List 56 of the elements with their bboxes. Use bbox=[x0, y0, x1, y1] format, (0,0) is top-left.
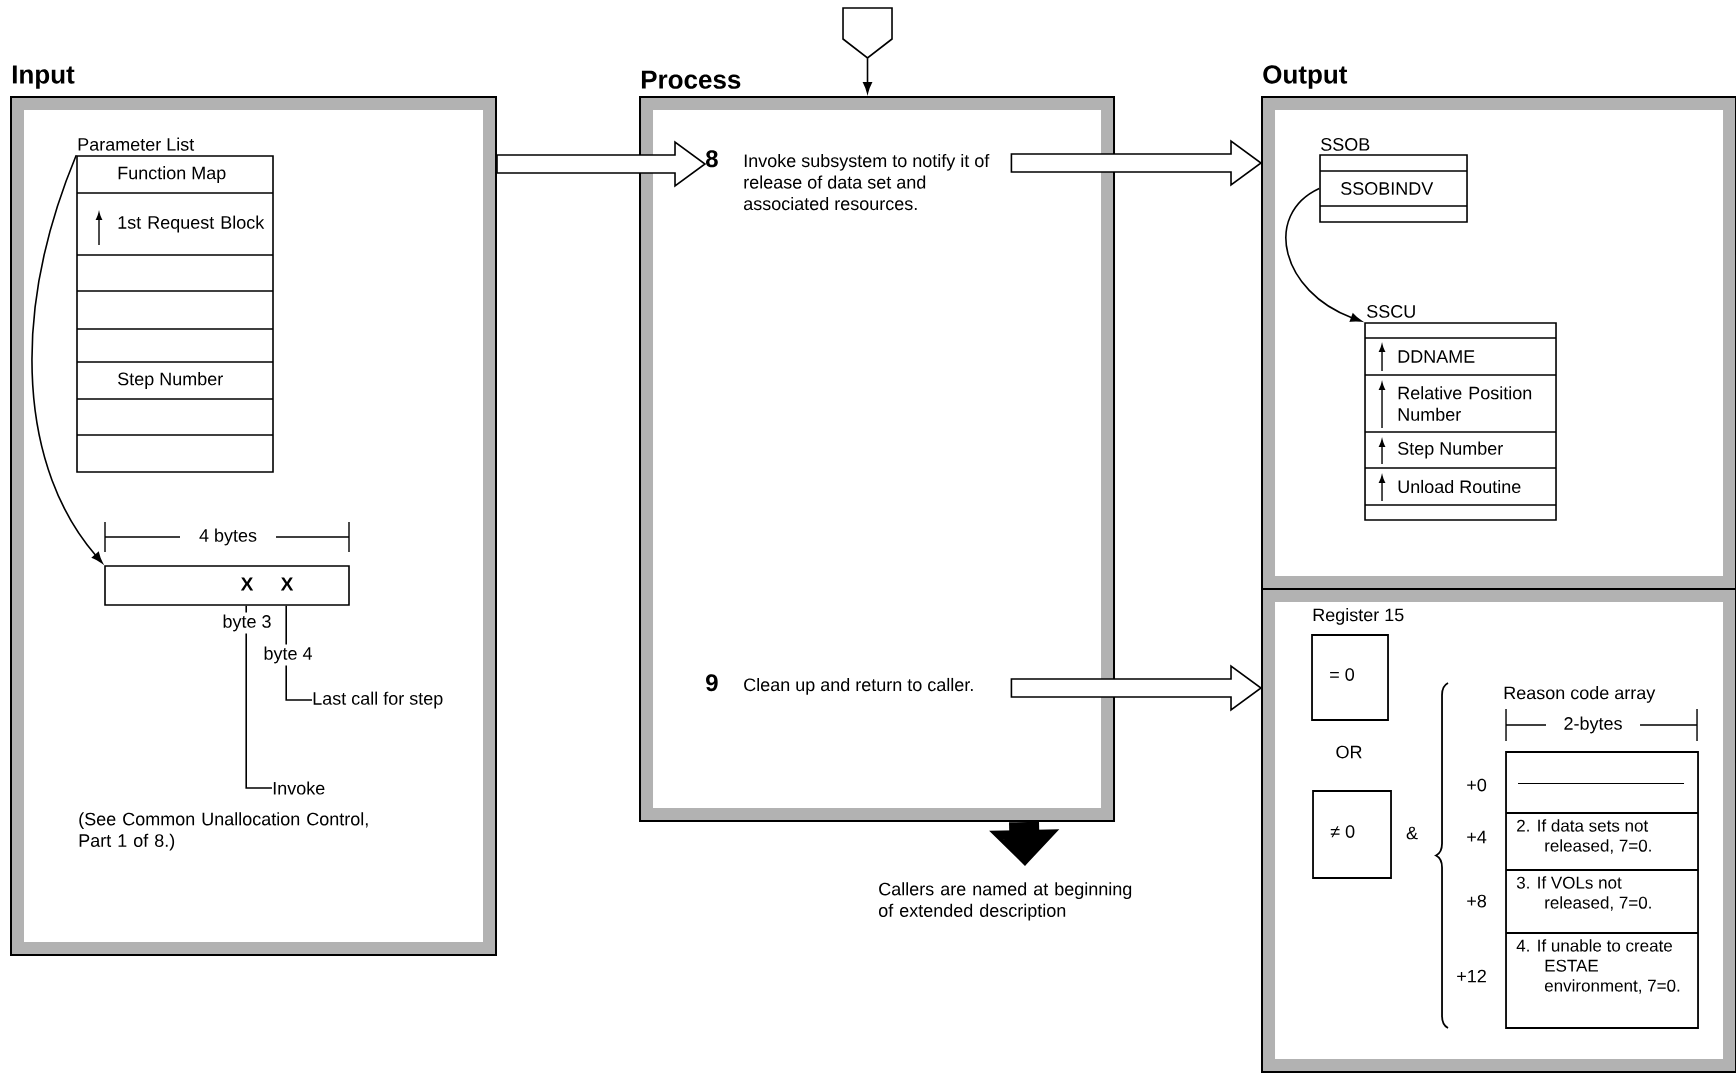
connector-symbol bbox=[842, 7, 893, 59]
offset-label: +4 bbox=[1467, 830, 1487, 844]
operator-label: OR bbox=[1336, 745, 1362, 759]
step-text: Invoke subsystem to notify it of release of data set and associated resources. bbox=[744, 153, 990, 211]
field-label: 4. If unable to create ESTAE environment, 7=0. bbox=[1516, 939, 1680, 994]
register-box bbox=[1311, 608, 1404, 721]
step-number: 9 bbox=[706, 674, 718, 692]
table-heading: Parameter List bbox=[78, 137, 195, 151]
hollow-arrow bbox=[496, 140, 707, 188]
edge-label: byte 3 bbox=[220, 612, 274, 634]
value-label: ≠ 0 bbox=[1330, 825, 1355, 838]
table-heading: SSOB bbox=[1321, 138, 1370, 151]
field-label: Relative Position Number bbox=[1398, 386, 1532, 421]
field-label: SSOBINDV bbox=[1341, 182, 1434, 195]
data-table bbox=[1364, 305, 1557, 521]
offset-label: +8 bbox=[1467, 894, 1487, 908]
field-label: 3. If VOLs not released, 7=0. bbox=[1516, 876, 1651, 911]
annotation-text: Invoke bbox=[273, 781, 325, 795]
offset-label: +0 bbox=[1467, 778, 1487, 792]
panel-heading: Input bbox=[12, 65, 75, 89]
curved-arrow bbox=[31, 154, 103, 564]
flag-mark: X bbox=[280, 577, 294, 591]
step-number: 8 bbox=[706, 150, 718, 168]
table-heading: SSCU bbox=[1367, 305, 1415, 318]
data-table bbox=[1504, 686, 1699, 1029]
caption-text: Callers are named at beginning of extended description bbox=[878, 882, 1132, 921]
field-label: DDNAME bbox=[1398, 350, 1475, 363]
panel-heading: Process bbox=[641, 70, 741, 89]
flag-mark: X bbox=[240, 577, 254, 591]
table-heading: Reason code array bbox=[1504, 686, 1656, 703]
field-label: 2. If data sets not released, 7=0. bbox=[1517, 819, 1651, 854]
panel bbox=[1261, 588, 1736, 1073]
dimension-label: 4 bytes bbox=[199, 528, 257, 546]
field-label: Step Number bbox=[1398, 441, 1503, 459]
field-label: Unload Routine bbox=[1398, 479, 1521, 494]
data-table bbox=[76, 137, 274, 473]
panel-heading: Output bbox=[1263, 65, 1348, 89]
dimension-label: 2-bytes bbox=[1564, 716, 1622, 734]
annotation-text: Last call for step bbox=[313, 691, 443, 709]
box-heading: Register 15 bbox=[1313, 608, 1404, 625]
field-label: 1st Request Block bbox=[118, 215, 265, 233]
hollow-arrow bbox=[1010, 139, 1263, 187]
register-box bbox=[1312, 790, 1392, 879]
field-label: Function Map bbox=[118, 166, 226, 183]
hollow-arrow bbox=[1010, 664, 1263, 712]
leader-line bbox=[245, 605, 273, 789]
note-text: (See Common Unallocation Control, Part 1 of 8.) bbox=[79, 812, 368, 851]
data-table bbox=[1319, 138, 1468, 223]
edge-label: byte 4 bbox=[261, 644, 315, 666]
offset-label: +12 bbox=[1457, 969, 1486, 983]
arrow bbox=[863, 57, 872, 94]
byte-field bbox=[104, 565, 350, 606]
value-label: = 0 bbox=[1330, 668, 1355, 681]
field-label: Step Number bbox=[118, 372, 223, 389]
curved-arrow bbox=[1285, 187, 1362, 322]
step-text: Clean up and return to caller. bbox=[744, 677, 973, 695]
